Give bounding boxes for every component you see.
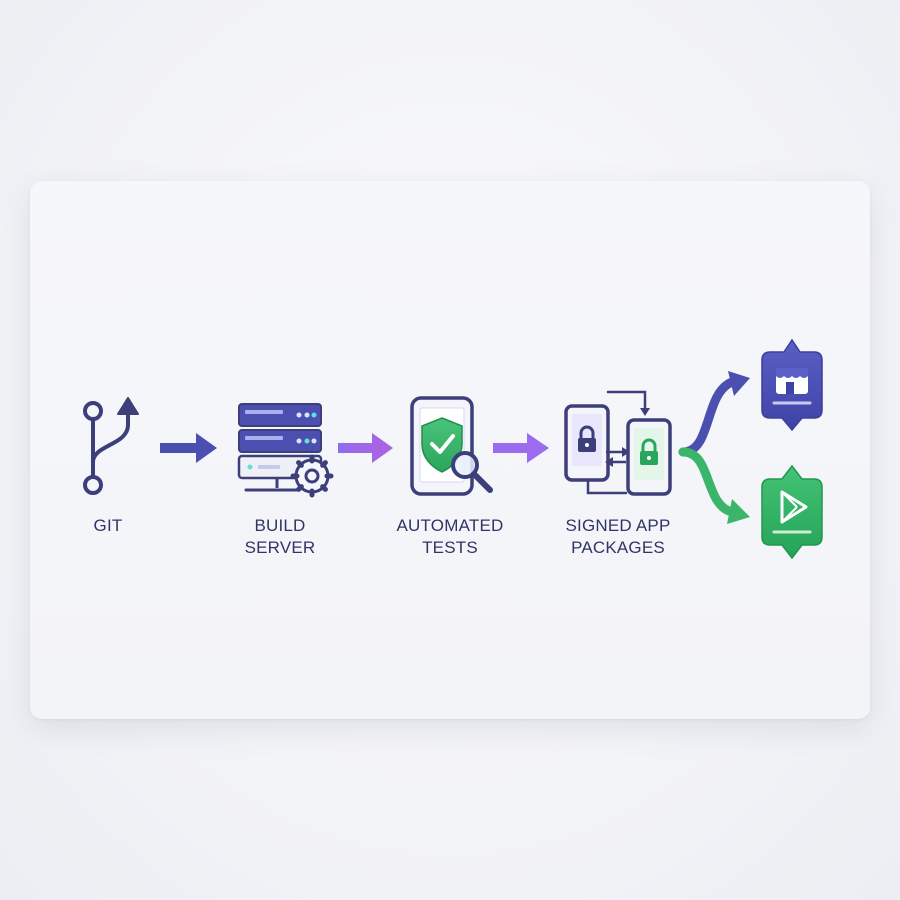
flow-arrow-1 xyxy=(160,433,217,463)
signed-label-line1: SIGNED APP xyxy=(565,516,671,535)
signed-label-line2: PACKAGES xyxy=(571,538,665,557)
build-label-line1: BUILD xyxy=(254,516,306,535)
flow-arrow-2 xyxy=(338,433,393,463)
git-branch-icon xyxy=(83,397,139,495)
phone-shield-magnifier-icon xyxy=(410,396,493,496)
server-gear-icon xyxy=(237,403,334,498)
app-store-icon xyxy=(761,338,823,432)
flow-arrow-3 xyxy=(493,433,549,463)
branch-arrow-store2 xyxy=(678,447,750,524)
branch-arrow-store1 xyxy=(678,371,750,457)
stage-label-build-server: BUILD SERVER xyxy=(220,515,340,559)
stage-label-git: GIT xyxy=(68,515,148,537)
tests-label-line2: TESTS xyxy=(422,538,478,557)
build-label-line2: SERVER xyxy=(244,538,316,557)
stage-label-automated-tests: AUTOMATED TESTS xyxy=(380,515,520,559)
signed-phones-lock-icon xyxy=(564,390,672,496)
stage-label-signed-app-packages: SIGNED APP PACKAGES xyxy=(548,515,688,559)
tests-label-line1: AUTOMATED xyxy=(396,516,504,535)
git-label: GIT xyxy=(93,516,123,535)
play-store-icon xyxy=(761,464,823,560)
